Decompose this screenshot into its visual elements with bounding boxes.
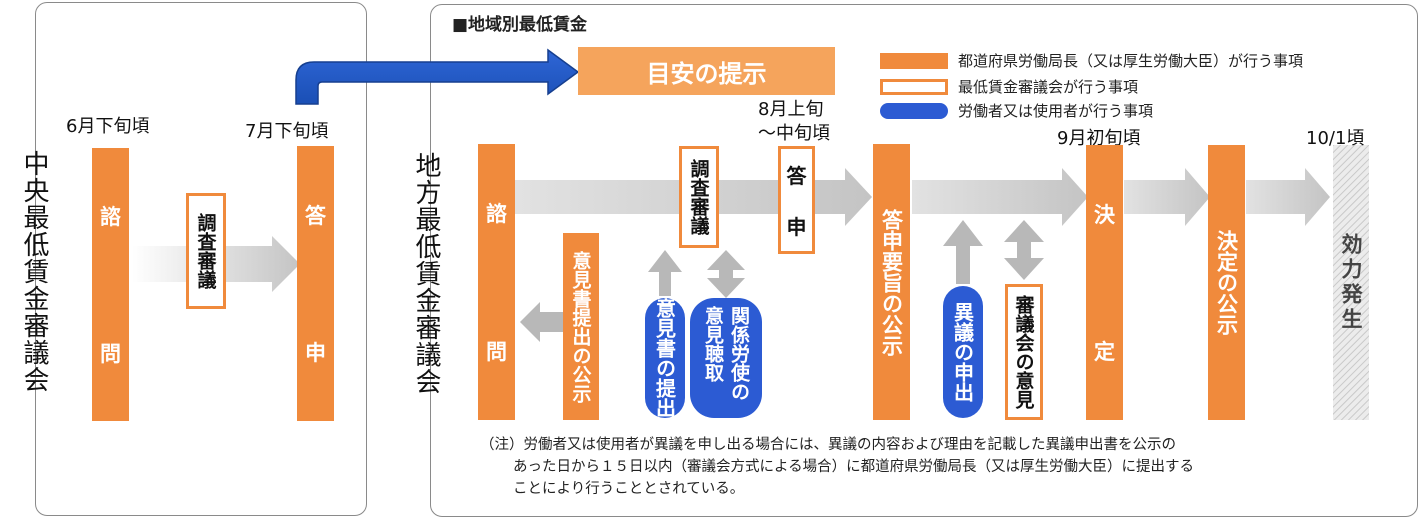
footnote-line-2: あった日から１５日以内（審議会方式による場合）に都道府県労働局長（又は厚生労働大… [513,459,1195,475]
regional-deliberation-box: 調査審議 [679,146,719,248]
central-deliberation-box: 調査審議 [186,193,226,309]
regional-date-report-line2: ～中旬頃 [758,123,830,144]
central-council-label: 中央最低賃金審議会 [19,150,49,393]
hearing-label: 関係労使の意見聴取 [702,306,750,401]
footnote-line-1: （注）労働者又は使用者が異議を申し出る場合には、異議の内容および理由を記載した異… [480,437,1176,453]
footnote-line-3: ことにより行うこととされている。 [513,481,745,497]
footnote: （注）労働者又は使用者が異議を申し出る場合には、異議の内容および理由を記載した異… [480,434,1400,500]
central-report-char-2: 申 [305,341,326,366]
regional-date-report-line1: 8月上旬 [758,99,824,120]
central-report-box: 答 申 [297,146,334,421]
opinion-notice-arrow [520,302,565,342]
effective-label-wrap: 効力発生 [1333,145,1369,420]
guideline-hook-arrow [295,48,580,105]
effective-box [1333,145,1369,420]
legend-label-2: 最低賃金審議会が行う事項 [958,78,1139,96]
regional-date-report: 8月上旬 ～中旬頃 [758,98,830,146]
decision-char-1: 決 [1094,202,1115,227]
council-opinion-label: 審議会の意見 [1012,295,1035,409]
central-date-report: 7月下旬頃 [245,121,329,142]
decision-char-2: 定 [1094,340,1115,365]
report-summary-label: 答申要旨の公示 [879,208,904,356]
flow-arrow-3 [1124,168,1210,226]
legend-item-orange: 都道府県労働局長（又は厚生労働大臣）が行う事項 [880,50,1303,71]
objection-label: 異議の申出 [950,302,975,402]
legend-item-blue: 労働者又は使用者が行う事項 [880,100,1153,121]
hearing-pill: 関係労使の意見聴取 [690,298,762,418]
guideline-label: 目安の提示 [646,59,767,88]
objection-up-arrow [943,220,983,284]
regional-inquiry-box: 諮 問 [478,144,515,420]
central-inquiry-char-2: 問 [100,341,121,366]
regional-inquiry-char-1: 諮 [486,202,507,226]
central-inquiry-char-1: 諮 [100,205,121,230]
regional-report-char-1: 答 [786,164,807,188]
central-deliberation-label: 調査審議 [194,213,217,289]
regional-report-box: 答 申 [778,146,815,254]
opinion-submit-label: 意見書の提出 [652,298,677,418]
regional-council-label: 地方最低賃金審議会 [411,152,441,395]
opinion-notice-label: 意見書提出の公示 [569,250,592,403]
regional-inquiry-char-2: 問 [486,340,507,364]
regional-deliberation-label: 調査審議 [687,159,710,235]
council-opinion-box: 審議会の意見 [1005,284,1043,420]
legend-item-outline: 最低賃金審議会が行う事項 [880,76,1138,97]
regional-report-char-2: 申 [786,215,807,239]
regional-section-title: ■地域別最低賃金 [452,15,588,35]
effective-label: 効力発生 [1339,232,1363,333]
opinion-notice-box: 意見書提出の公示 [563,233,599,420]
central-inquiry-box: 諮 問 [92,148,129,421]
decision-notice-box: 決定の公示 [1208,145,1245,420]
council-double-arrow [1004,220,1044,280]
hearing-double-arrow [707,250,745,298]
decision-notice-label: 決定の公示 [1214,230,1239,335]
legend-label-1: 都道府県労働局長（又は厚生労働大臣）が行う事項 [958,52,1304,70]
opinion-up-arrow [648,250,682,296]
regional-date-effective: 10/1頃 [1306,128,1365,149]
objection-pill: 異議の申出 [943,286,983,418]
opinion-submit-pill: 意見書の提出 [645,298,685,418]
regional-date-decision: 9月初旬頃 [1057,128,1141,149]
central-report-char-1: 答 [305,203,326,228]
central-date-inquiry: 6月下旬頃 [66,116,150,137]
legend-label-3: 労働者又は使用者が行う事項 [958,102,1154,120]
guideline-box: 目安の提示 [578,47,835,95]
flow-arrow-4 [1246,168,1330,226]
report-summary-box: 答申要旨の公示 [873,144,910,420]
decision-box: 決 定 [1086,145,1123,420]
flow-arrow-2 [912,168,1088,226]
